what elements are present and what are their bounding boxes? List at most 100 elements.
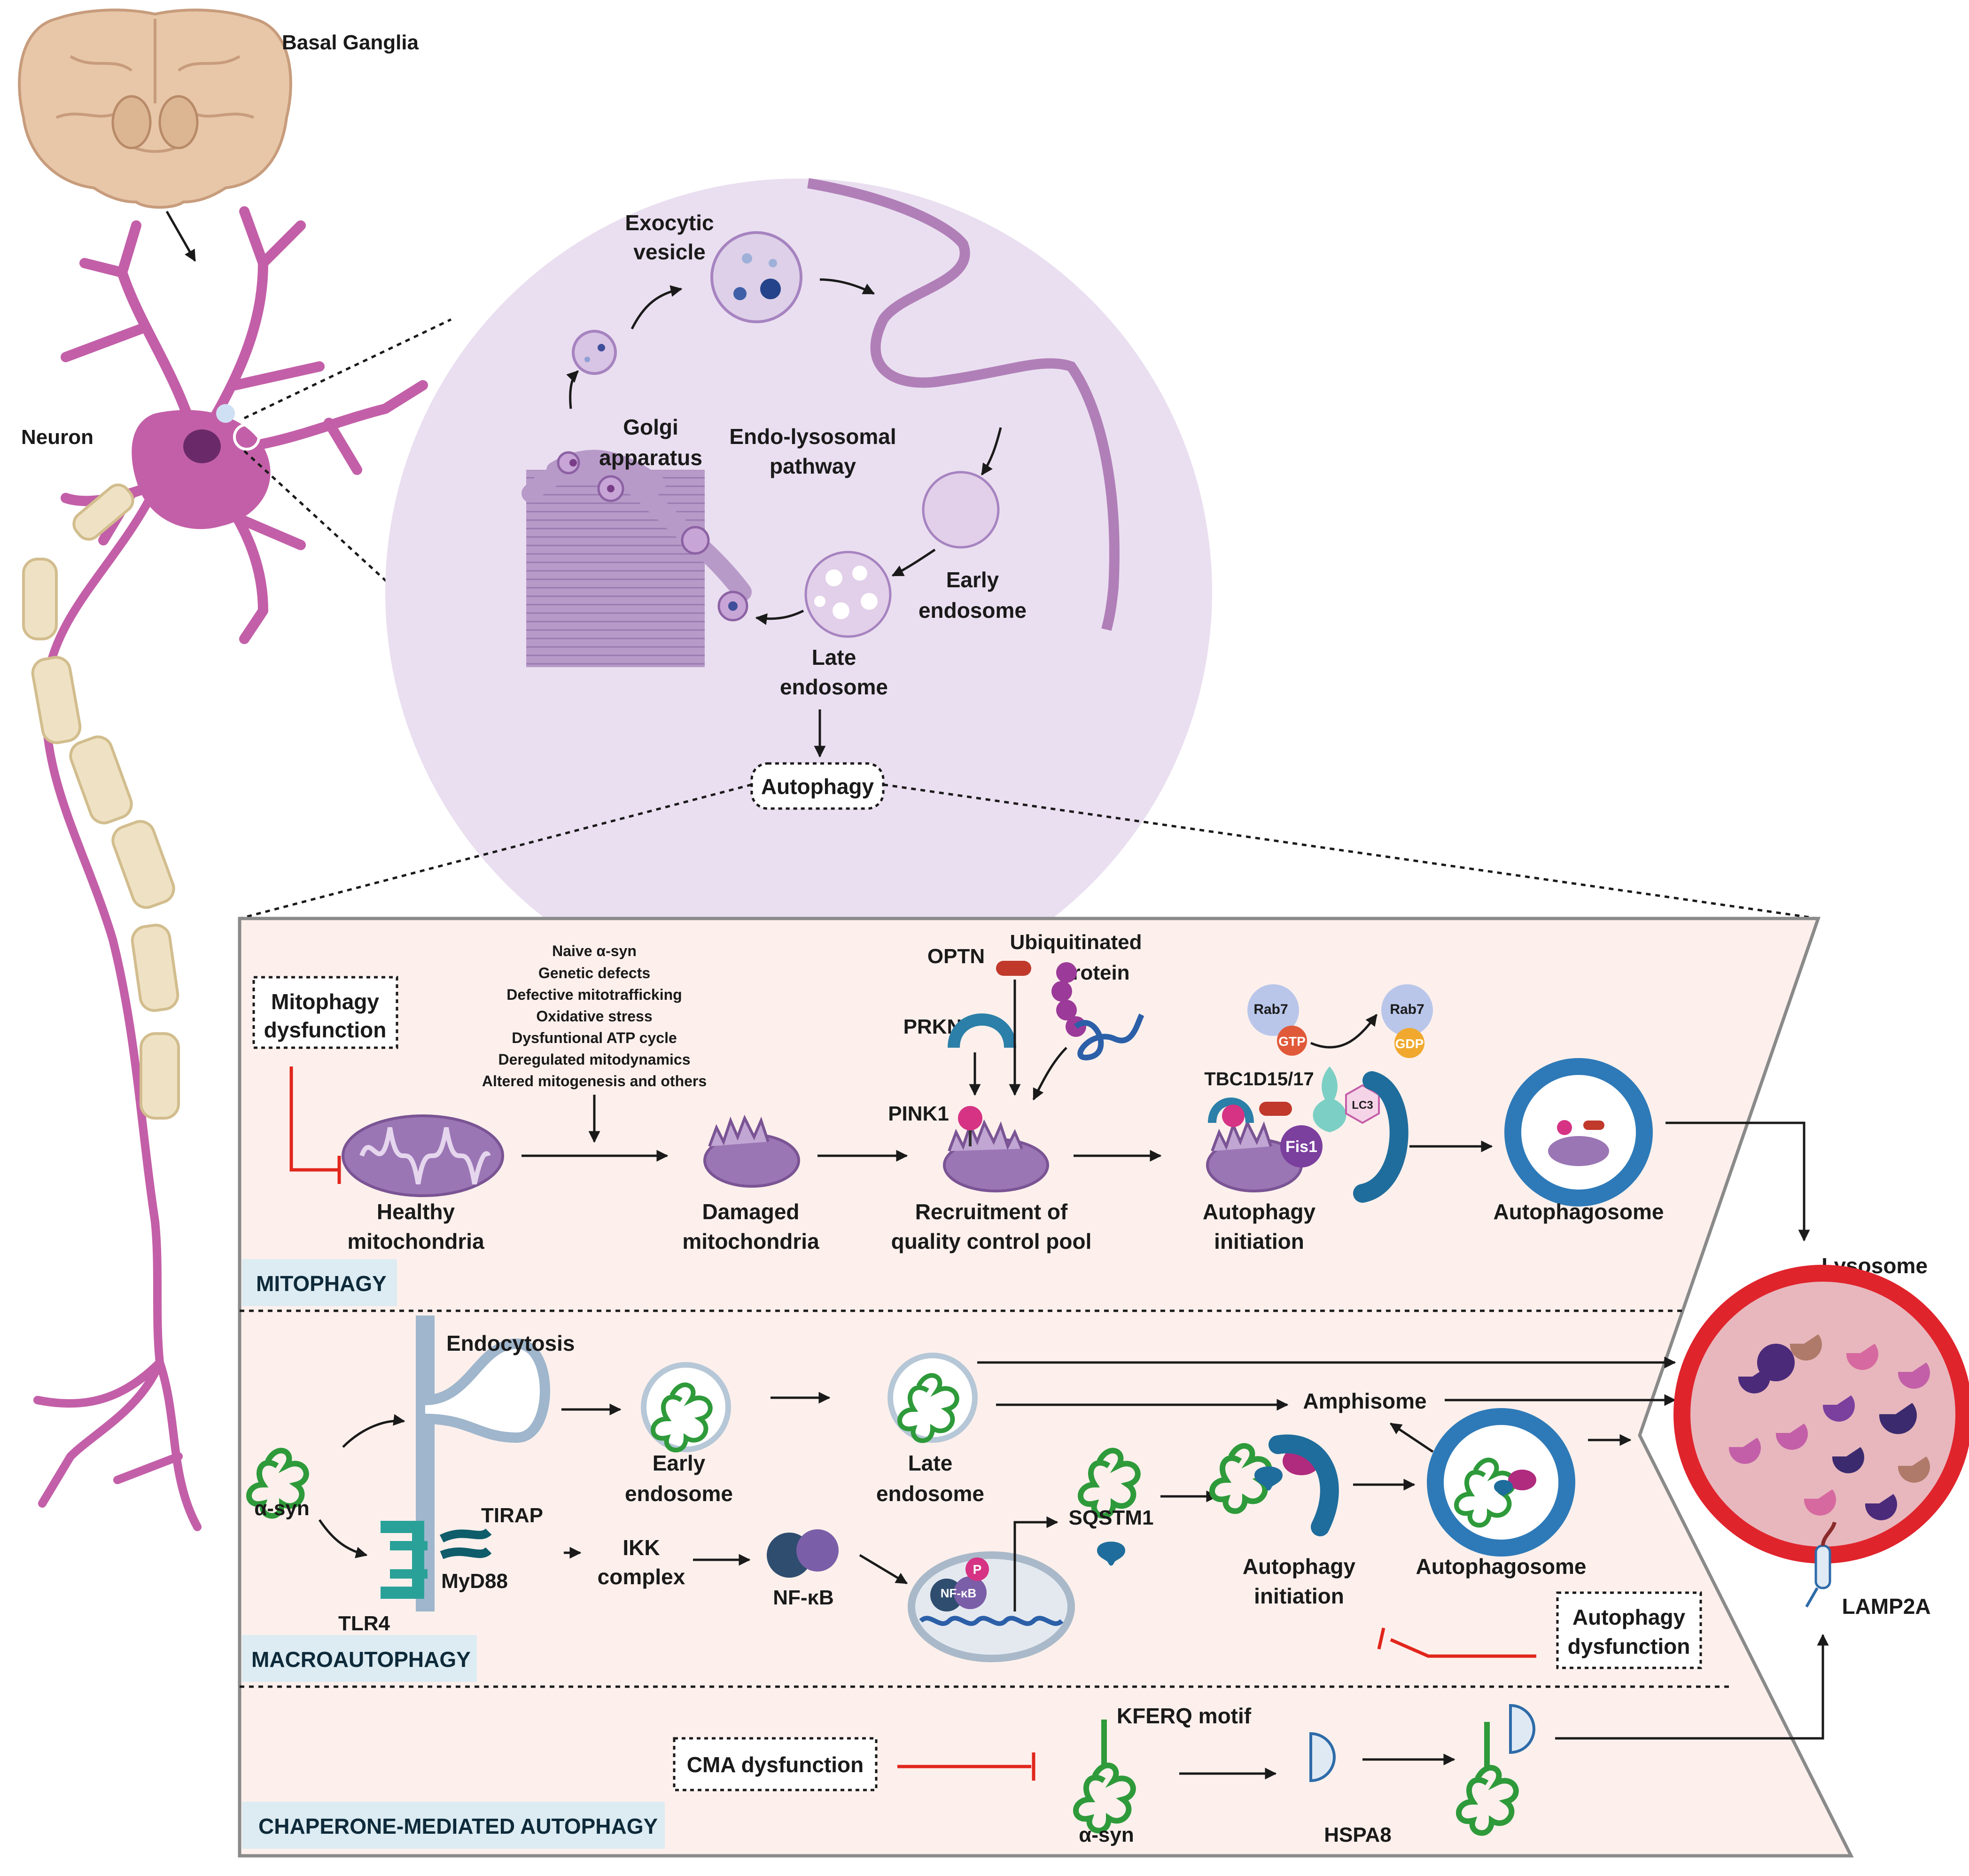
cell-membrane — [807, 178, 1120, 631]
myelin-sheath-icon — [22, 483, 180, 1120]
exocytic-to-membrane-arrow — [819, 278, 875, 295]
hspa8-label: HSPA8 — [1324, 1823, 1391, 1846]
vesicle-to-exocytic-arrow — [630, 285, 683, 330]
kferq-label: KFERQ motif — [1117, 1704, 1252, 1728]
macro-autophagosome-label: Autophagosome — [1416, 1554, 1587, 1579]
cma-asyn-icon — [1073, 1720, 1136, 1834]
autophagy-inhibition-bar — [1377, 1627, 1385, 1650]
soma-vesicle-icon — [216, 404, 235, 423]
basal-ganglia-label: Basal Ganglia — [282, 31, 419, 54]
autophagy-box — [750, 762, 885, 810]
ikk-label-1: IKK — [623, 1535, 660, 1560]
early-endosome-icon — [922, 471, 1000, 549]
endo-lysosomal-label-1: Endo-lysosomal — [729, 424, 896, 449]
early-to-late-arrow — [891, 548, 936, 577]
endolysosomal-circle — [385, 179, 1212, 1005]
mitophagy-section-title: MITOPHAGY — [256, 1271, 387, 1296]
early-endosome-label-1: Early — [946, 568, 999, 592]
brain-to-neuron-arrow — [165, 210, 196, 262]
autophagy-label: Autophagy — [761, 774, 874, 799]
lamp2a-icon — [1805, 1521, 1837, 1608]
ikk-label-2: complex — [598, 1565, 685, 1589]
cma-dysfunction-box — [673, 1737, 878, 1791]
mitophagy-dysfunction-label-1: Mitophagy — [271, 989, 379, 1014]
sqstm1-icon — [1097, 1541, 1125, 1566]
late-to-golgi-arrow — [755, 609, 804, 625]
mito-initiation-label-2: initiation — [1214, 1229, 1304, 1253]
macro-early-endosome-label-2: endosome — [625, 1481, 733, 1506]
neuron-soma — [132, 410, 271, 529]
macro-early-endosome-icon — [641, 1362, 731, 1453]
cma-asyn-label: α-syn — [1079, 1823, 1134, 1846]
endo-lysosomal-label-2: pathway — [770, 454, 856, 478]
zoom-line-lower — [243, 450, 414, 607]
damaged-mitochondria-label-1: Damaged — [702, 1199, 799, 1224]
hspa8-icon — [1309, 1732, 1336, 1783]
gtp-label: GTP — [1278, 1034, 1306, 1049]
cma-complex-icon — [1456, 1704, 1535, 1836]
macroautophagy-section-title: MACROAUTOPHAGY — [251, 1647, 471, 1672]
cause-mitogenesis: Altered mitogenesis and others — [482, 1073, 707, 1090]
prkn-icon — [948, 1013, 1016, 1048]
macro-initiation-label-1: Autophagy — [1243, 1554, 1356, 1579]
myd88-label: MyD88 — [441, 1570, 508, 1593]
macro-late-endosome-label-2: endosome — [876, 1481, 984, 1506]
tirap-label: TIRAP — [481, 1504, 543, 1527]
autophagy-dysfunction-label-1: Autophagy — [1572, 1605, 1686, 1629]
optn-icon — [996, 961, 1031, 976]
autophagy-dysfunction-label-2: dysfunction — [1568, 1634, 1690, 1658]
sqstm1-asyn-icon — [1078, 1448, 1141, 1519]
cell-membrane-endocytosis — [416, 1316, 550, 1611]
ubiquitinated-protein-icon — [1051, 962, 1144, 1060]
late-endosome-icon — [804, 551, 892, 638]
tlr4-label: TLR4 — [338, 1612, 390, 1635]
zoom-line-panel-right — [883, 783, 1819, 920]
mito-autophagosome-label: Autophagosome — [1494, 1199, 1664, 1224]
asyn-icon — [246, 1448, 309, 1519]
mitophagy-dysfunction-box — [252, 976, 398, 1049]
autophagy-inhibition-line — [1390, 1638, 1536, 1658]
cause-atp-cycle: Dysfuntional ATP cycle — [512, 1029, 677, 1046]
nfkb-to-nucleus-arrow — [859, 1554, 908, 1585]
amphisome-label: Amphisome — [1303, 1389, 1426, 1413]
pathway-panel — [238, 917, 1854, 1858]
damaged-mitochondria-label-2: mitochondria — [682, 1229, 819, 1253]
phospho-label: P — [973, 1562, 982, 1577]
asyn-to-tlr4-arrow — [318, 1519, 368, 1558]
asyn-to-endocytosis-arrow — [342, 1414, 405, 1448]
lc3-label: LC3 — [1352, 1099, 1373, 1112]
fis1-label: Fis1 — [1285, 1138, 1317, 1156]
macro-late-endosome-label-1: Late — [908, 1451, 953, 1475]
neuron-icon — [33, 206, 428, 1531]
golgi-label-2: apparatus — [599, 445, 702, 470]
late-endosome-label-2: endosome — [780, 675, 888, 699]
cma-section-title: CHAPERONE-MEDIATED AUTOPHAGY — [258, 1814, 658, 1838]
mito-initiation-label-1: Autophagy — [1203, 1199, 1316, 1224]
macro-initiation-label-2: initiation — [1254, 1584, 1344, 1608]
cause-mitotrafficking: Defective mitotrafficking — [506, 986, 682, 1003]
macro-late-endosome-icon — [887, 1353, 978, 1443]
tlr4-icon — [381, 1521, 428, 1599]
golgi-vesicle-icon — [572, 330, 617, 375]
membrane-to-early-arrow — [981, 427, 1002, 476]
cma-to-lamp2a-arrow — [1555, 1634, 1829, 1740]
nfkb-icon — [767, 1529, 839, 1578]
rab7-label: Rab7 — [1253, 1002, 1288, 1017]
autophagosome-to-lysosome-arrow — [1665, 1121, 1810, 1242]
autophagy-dysfunction-box — [1556, 1591, 1702, 1669]
late-endosome-label-1: Late — [812, 645, 856, 669]
golgi-label-1: Golgi — [623, 415, 678, 439]
ubiq-arrow — [1032, 1047, 1067, 1101]
mitophagy-inhibition-line — [289, 1066, 338, 1172]
damaged-mitochondria-icon — [703, 1114, 800, 1188]
zoom-line-panel-left — [239, 783, 752, 920]
brain-icon — [18, 8, 292, 209]
zoom-line-upper — [243, 318, 452, 420]
gtp-to-gdp-arrow — [1310, 1014, 1378, 1049]
nucleus-to-sqstm1-arrow — [1013, 1516, 1058, 1611]
rab7-gtp-icon — [1247, 984, 1307, 1056]
rab7-gdp-icon — [1381, 984, 1433, 1058]
golgi-to-vesicle-arrow — [566, 370, 579, 409]
cause-naive-asyn: Naive α-syn — [552, 942, 637, 959]
